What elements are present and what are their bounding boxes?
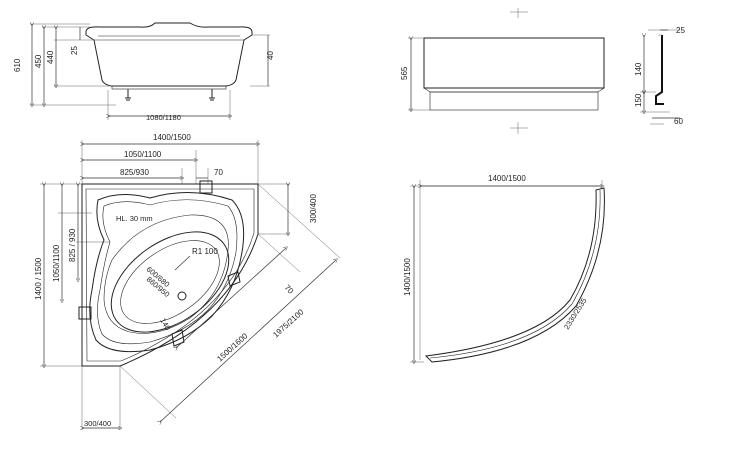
panel-profile [655, 35, 664, 105]
dim-300-bottom: 300/400 [84, 419, 111, 428]
dim-25-side: 25 [70, 46, 79, 55]
dim-1080: 1080/1180 [146, 113, 181, 122]
dim-1050-left: 1050/1100 [52, 244, 61, 282]
dim-1500: 1500/1600 [215, 331, 250, 363]
dim-610: 610 [13, 58, 22, 72]
dim-1400-left: 1400 / 1500 [34, 257, 43, 300]
dim-825-top: 825/930 [120, 168, 149, 177]
dim-825-left: 825 / 930 [68, 228, 77, 262]
apron-arc-label: 2330/2535 [562, 296, 588, 331]
panel-view: 565 25 140 150 60 [400, 8, 685, 134]
dim-60: 60 [674, 117, 683, 126]
hl-label: HL. 30 mm [116, 214, 153, 223]
dim-1975: 1975/2100 [271, 307, 306, 339]
plan-view: 1400/1500 1050/1100 825/930 70 1400 / 15… [34, 133, 341, 430]
dim-70-top: 70 [214, 168, 223, 177]
dim-150-panel: 150 [634, 93, 643, 107]
radius-label: R1 100 [192, 247, 218, 256]
tub-side-outline [85, 22, 253, 87]
dim-450: 450 [34, 54, 43, 68]
side-view: 610 450 440 25 40 1080/1180 [13, 23, 275, 122]
apron-dim-1400-top: 1400/1500 [488, 174, 526, 183]
drain-icon [177, 291, 187, 301]
jet-icon [199, 180, 213, 194]
tub-legs [125, 89, 215, 101]
dim-565: 565 [400, 66, 409, 80]
panel-front [423, 37, 605, 89]
dim-1400-top: 1400/1500 [153, 133, 191, 142]
dim-25-panel: 25 [676, 26, 685, 35]
dim-300-right: 300/400 [309, 194, 318, 223]
dim-140-panel: 140 [634, 62, 643, 76]
jet-icon [78, 306, 92, 320]
dim-70-diag: 70 [283, 283, 296, 296]
dim-1050-top: 1050/1100 [124, 150, 162, 159]
apron-view: 1400/1500 1400/1500 2330/2535 [403, 174, 605, 363]
apron-dim-1400-left: 1400/1500 [403, 258, 412, 296]
apron-outer-curve [424, 187, 605, 363]
dim-40: 40 [266, 51, 275, 60]
dim-440: 440 [46, 50, 55, 64]
